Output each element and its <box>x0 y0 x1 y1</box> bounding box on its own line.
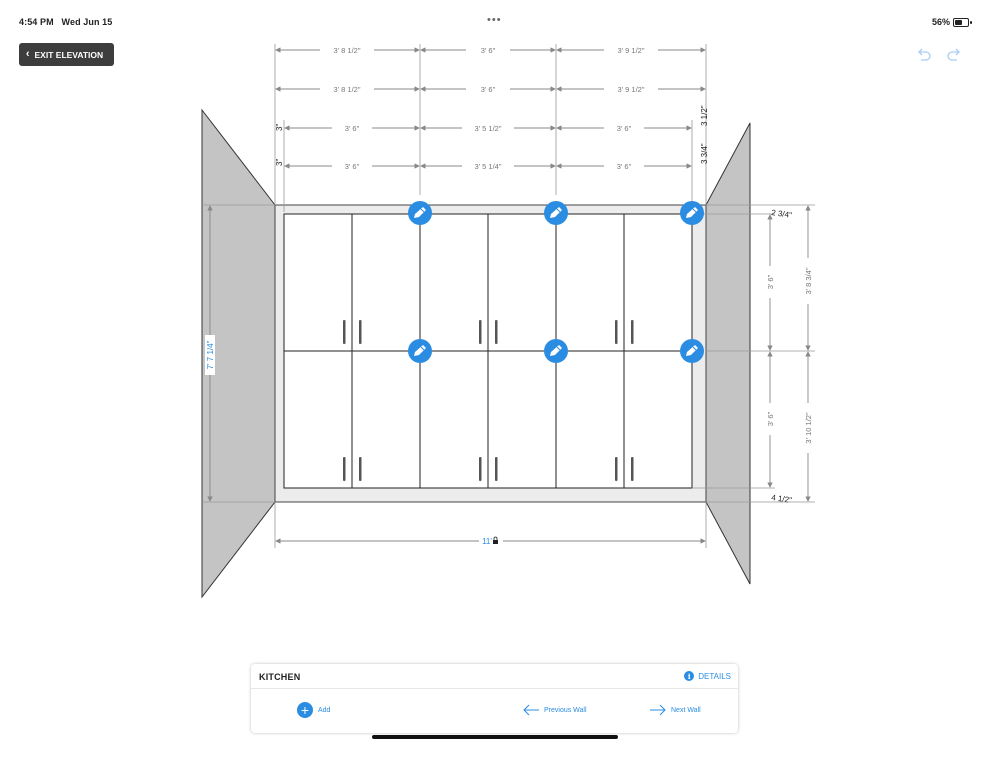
dim-left-gap-3[interactable]: 3" <box>275 124 284 131</box>
multitasking-dots[interactable]: ••• <box>487 14 502 26</box>
previous-wall-button[interactable]: Previous Wall <box>522 704 587 716</box>
upper-cabinets[interactable] <box>283 213 693 352</box>
edit-pencil-icon[interactable] <box>408 201 432 225</box>
dim-right-upper-total[interactable]: 3' 8 3/4" <box>804 267 813 294</box>
status-time: 4:54 PM Wed Jun 15 <box>19 17 113 27</box>
dim-right-bottom-gap[interactable]: 4 1/2" <box>771 493 793 505</box>
panel-divider <box>251 688 738 689</box>
dim-top-1-b[interactable]: 3' 6" <box>481 46 496 55</box>
next-wall-label: Next Wall <box>671 706 701 714</box>
elevation-drawing[interactable]: 3' 8 1/2" 3' 6" 3' 9 1/2" 3' 8 1/2" 3' 6… <box>0 0 990 640</box>
undo-icon[interactable] <box>915 46 932 63</box>
dim-right-top-gap[interactable]: 2 3/4" <box>771 208 793 220</box>
dim-right-upper-cabinet[interactable]: 3' 6" <box>766 274 775 289</box>
dim-top-4-b[interactable]: 3' 5 1/4" <box>474 162 501 171</box>
status-bar: 4:54 PM Wed Jun 15 ••• 56% <box>0 0 990 40</box>
dim-total-height[interactable]: 7' 7 1/4" <box>206 340 215 369</box>
dim-total-width[interactable]: 11' <box>482 537 492 546</box>
dim-top-4-a[interactable]: 3' 6" <box>345 162 360 171</box>
dim-right-gap-4[interactable]: 3 3/4" <box>700 143 709 164</box>
dim-right-lower-cabinet[interactable]: 3' 6" <box>766 411 775 426</box>
info-icon: i <box>684 671 695 681</box>
next-wall-button[interactable]: Next Wall <box>649 704 701 716</box>
battery-icon <box>953 18 972 27</box>
room-title: KITCHEN <box>259 672 301 682</box>
exit-elevation-button[interactable]: ‹ EXIT ELEVATION <box>19 43 114 66</box>
dim-top-3-b[interactable]: 3' 5 1/2" <box>474 124 501 133</box>
edit-pencil-icon[interactable] <box>544 201 568 225</box>
edit-pencil-icon[interactable] <box>680 339 704 363</box>
dim-top-3-c[interactable]: 3' 6" <box>617 124 632 133</box>
cabinet-handles <box>343 320 634 481</box>
home-indicator[interactable] <box>372 735 618 739</box>
previous-wall-label: Previous Wall <box>544 706 587 714</box>
edit-pencil-icon[interactable] <box>544 339 568 363</box>
add-label: Add <box>318 706 331 714</box>
details-button[interactable]: i DETAILS <box>684 671 731 681</box>
arrow-right-icon <box>650 704 666 716</box>
dim-top-3-a[interactable]: 3' 6" <box>345 124 360 133</box>
exit-elevation-label: EXIT ELEVATION <box>34 49 104 60</box>
redo-icon[interactable] <box>946 46 963 63</box>
dim-top-2-a[interactable]: 3' 8 1/2" <box>333 85 360 94</box>
right-side-wall <box>705 122 751 585</box>
dim-left-gap-4[interactable]: 3" <box>275 159 284 166</box>
wall-panel: KITCHEN i DETAILS + Add Previous Wall Ne… <box>251 664 738 733</box>
arrow-left-icon <box>523 704 539 716</box>
dim-top-1-c[interactable]: 3' 9 1/2" <box>617 46 644 55</box>
lock-icon <box>493 536 498 544</box>
dim-top-2-c[interactable]: 3' 9 1/2" <box>617 85 644 94</box>
lower-cabinets[interactable] <box>283 350 693 489</box>
dim-top-2-b[interactable]: 3' 6" <box>481 85 496 94</box>
edit-pencil-icon[interactable] <box>680 201 704 225</box>
details-label: DETAILS <box>698 671 731 681</box>
dim-top-1-a[interactable]: 3' 8 1/2" <box>333 46 360 55</box>
dim-right-lower-total[interactable]: 3' 10 1/2" <box>804 412 813 444</box>
dim-top-4-c[interactable]: 3' 6" <box>617 162 632 171</box>
plus-icon: + <box>297 702 313 718</box>
edit-pencil-icon[interactable] <box>408 339 432 363</box>
dim-right-gap-3[interactable]: 3 1/2" <box>700 105 709 126</box>
add-button[interactable]: + Add <box>297 702 330 718</box>
chevron-left-icon: ‹ <box>25 48 30 60</box>
battery-percent: 56% <box>932 17 951 27</box>
